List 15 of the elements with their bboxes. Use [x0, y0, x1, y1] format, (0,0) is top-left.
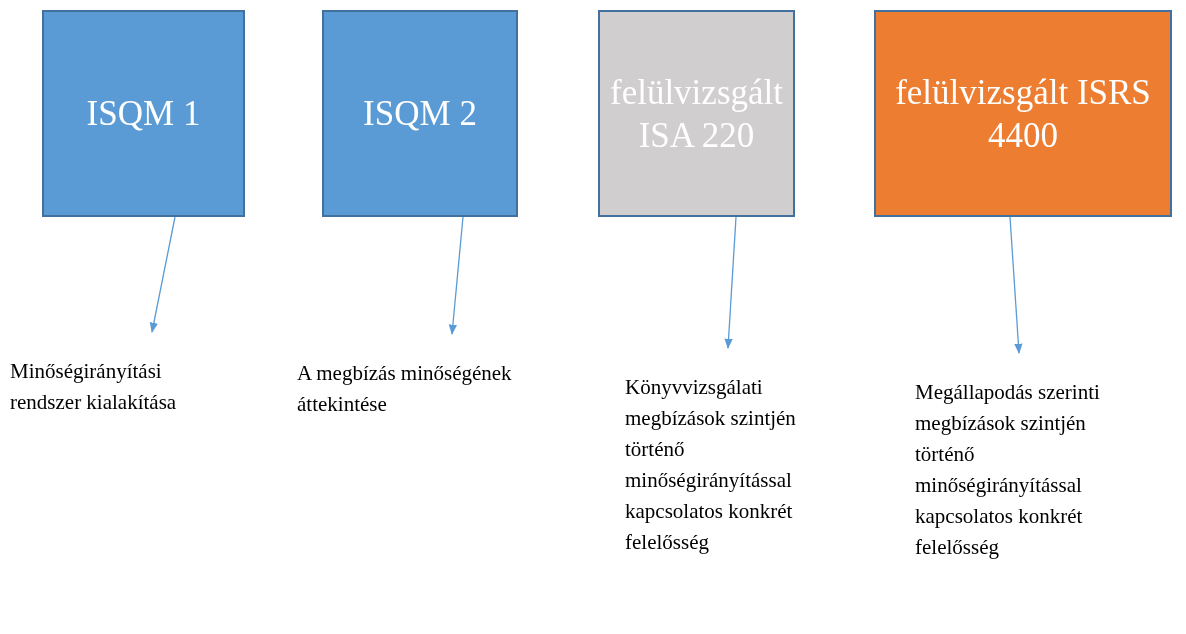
box-label: ISQM 1: [86, 93, 201, 135]
description-text: A megbízás minőségének áttekintése: [297, 358, 562, 420]
description-text: Könyvvizsgálati megbízások szintjén történő minőségirányítással kapcsolatos konkrét felelősség: [625, 372, 810, 558]
box-label: felülvizsgált ISRS 4400: [894, 71, 1152, 157]
standard-box: [874, 10, 1172, 217]
standard-box: [42, 10, 245, 217]
standard-box: [322, 10, 518, 217]
description-text: Megállapodás szerinti megbízások szintjén történő minőségirányítással kapcsolatos konkrét felelősség: [915, 377, 1107, 563]
box-label: ISQM 2: [363, 93, 477, 135]
description-text: Minőségirányítási rendszer kialakítása: [10, 356, 210, 418]
arrow: [724, 216, 737, 350]
standard-box: [598, 10, 795, 217]
arrow: [1009, 216, 1023, 355]
arrow: [448, 216, 464, 336]
arrow: [149, 216, 176, 333]
